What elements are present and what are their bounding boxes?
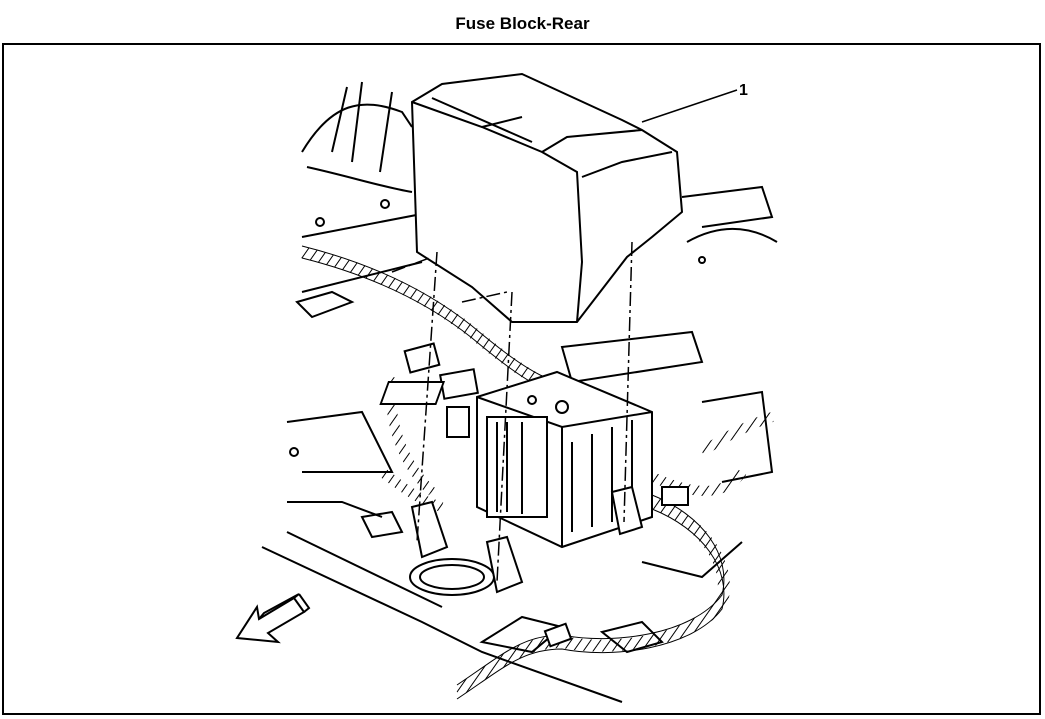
diagram-frame: 1: [2, 43, 1041, 715]
callout-1: 1: [641, 82, 748, 123]
wire-harness: [300, 245, 774, 700]
arrow-forward-icon: [235, 593, 311, 644]
fuse-block: [379, 370, 653, 594]
alignment-guides: [391, 241, 633, 583]
fuse-block-cover: [410, 72, 684, 323]
harness-connectors: [403, 342, 689, 648]
callout-number: 1: [739, 82, 748, 99]
figure-title: Fuse Block-Rear: [455, 14, 590, 33]
fuse-block-diagram: 1: [235, 72, 778, 703]
callout-leader-line: [641, 89, 738, 123]
